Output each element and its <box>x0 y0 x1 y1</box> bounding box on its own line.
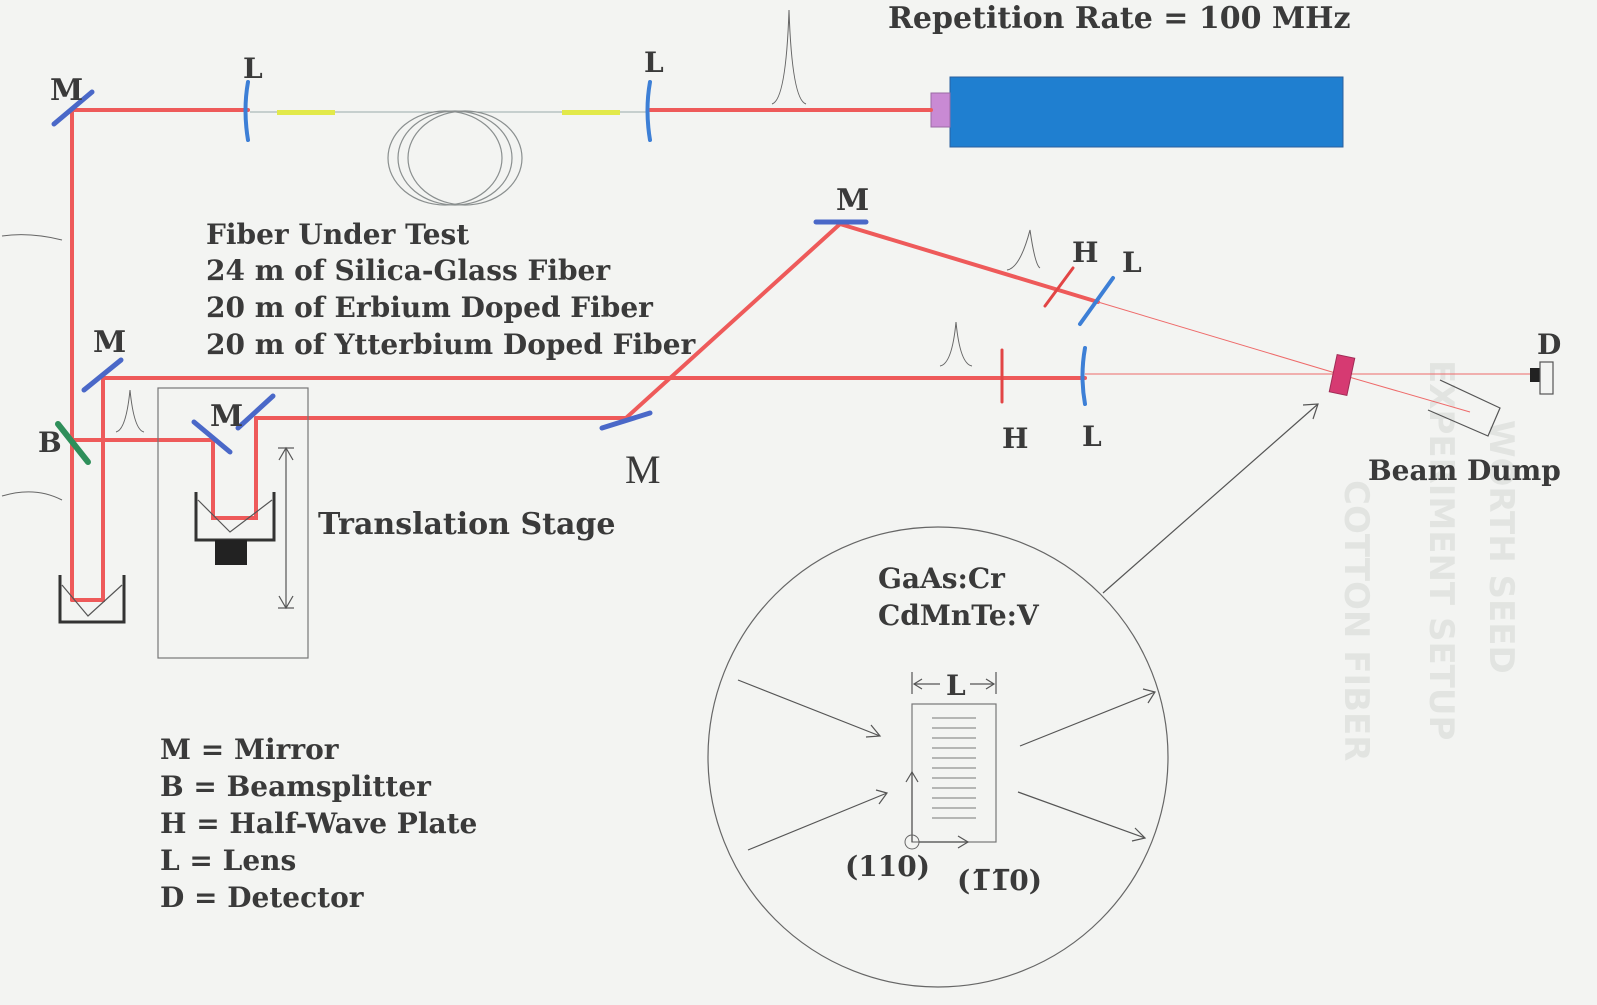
beamsplitter <box>55 421 91 465</box>
inset-length-arrowhead <box>912 678 923 690</box>
mirror-left-mid <box>81 357 124 393</box>
label-beamsplitter: B <box>38 426 62 459</box>
mirror-stage-in <box>191 419 233 455</box>
label-mirror: M <box>836 183 869 218</box>
inset-pointer-arrowhead <box>1302 403 1319 420</box>
label-lens: L <box>1082 420 1102 453</box>
inset-material: CdMnTe:V <box>878 599 1040 632</box>
lens-pump <box>1078 276 1115 326</box>
fiber-info-line: Fiber Under Test <box>206 218 469 251</box>
label-lens: L <box>644 46 664 79</box>
beam-dump-label: Beam Dump <box>1368 454 1561 487</box>
inset-beam-in-1-head <box>865 724 882 738</box>
inset-axis-1bar10-head <box>957 835 970 849</box>
fiber-coil <box>387 110 523 206</box>
laser-aperture <box>930 92 951 128</box>
pulse-pump <box>1006 229 1041 271</box>
translation-stage-frame <box>157 387 309 659</box>
label-mirror: M <box>210 399 243 434</box>
inset-crystal-lines <box>932 717 976 819</box>
inset-beam-out-2-head <box>1131 827 1147 842</box>
fiber-info-line: 24 m of Silica-Glass Fiber <box>206 254 611 287</box>
lens-fiber-input <box>645 80 652 142</box>
inset-pointer-line <box>1102 403 1319 594</box>
beam-paths <box>70 108 1530 602</box>
legend: M = Mirror B = Beamsplitter H = Half-Wav… <box>160 733 477 914</box>
fiber-info-block: Fiber Under Test 24 m of Silica-Glass Fi… <box>206 218 697 361</box>
translation-stage-label: Translation Stage <box>318 507 615 542</box>
laser-source <box>949 76 1344 148</box>
inset-beam-in-2 <box>747 792 888 851</box>
pulse-side-bottom <box>1 491 63 501</box>
lens-probe <box>1080 346 1087 406</box>
beam-dump-body <box>1427 379 1501 437</box>
legend-item: B = Beamsplitter <box>160 770 432 803</box>
svg-text:WORTH SEED: WORTH SEED <box>1481 420 1521 674</box>
detector-body <box>1530 368 1540 382</box>
repetition-rate-label: Repetition Rate = 100 MHz <box>888 1 1351 36</box>
background-bleed-text: EXPERIMENT SETUP WORTH SEED COTTON FIBER <box>1336 360 1521 761</box>
fiber-connector-left <box>277 110 335 115</box>
legend-item: L = Lens <box>160 844 296 877</box>
legend-item: M = Mirror <box>160 733 340 766</box>
translation-arrow <box>278 446 294 610</box>
inset-orientation-1bar10: (1̅1̅0) <box>957 864 1042 897</box>
inset-length-arrowhead <box>985 678 996 690</box>
pulse-probe <box>939 321 973 367</box>
half-wave-plate-pump <box>1043 266 1075 308</box>
pulse-laser <box>771 9 807 105</box>
fiber-info-line: 20 m of Erbium Doped Fiber <box>206 291 654 324</box>
legend-item: D = Detector <box>160 881 365 914</box>
beam-pump-to-lens <box>838 222 1100 304</box>
retroreflector-left <box>58 575 126 624</box>
mirror-stage-out <box>235 393 276 431</box>
label-mirror: M <box>625 447 661 492</box>
beam-diagonal-up <box>624 222 842 420</box>
fiber-info-line: 20 m of Ytterbium Doped Fiber <box>206 328 697 361</box>
label-detector: D <box>1537 328 1561 361</box>
detector-housing <box>1539 361 1554 395</box>
label-mirror: M <box>50 73 83 108</box>
inset-beam-in-2-head <box>875 789 888 805</box>
sample-inset: GaAs:Cr CdMnTe:V L <box>707 403 1319 988</box>
beam-to-dump <box>1341 374 1471 413</box>
svg-text:COTTON FIBER: COTTON FIBER <box>1336 480 1376 761</box>
pulse-stage <box>115 389 145 433</box>
mirror-bottom <box>599 410 653 431</box>
beam-retro-left <box>70 378 105 602</box>
svg-text:EXPERIMENT SETUP: EXPERIMENT SETUP <box>1421 360 1461 740</box>
label-half-wave-plate: H <box>1072 236 1098 269</box>
crystal-sample <box>1328 353 1356 397</box>
label-lens: L <box>243 52 263 85</box>
lens-fiber-output <box>243 80 250 142</box>
pulse-side-top <box>1 234 63 241</box>
label-half-wave-plate: H <box>1002 422 1028 455</box>
inset-circle <box>707 526 1169 988</box>
beam-stage-retro <box>211 416 258 520</box>
mirror-top-left <box>51 89 95 127</box>
legend-item: H = Half-Wave Plate <box>160 807 477 840</box>
beam-pump-focused <box>1097 301 1343 376</box>
inset-length-label: L <box>946 669 966 702</box>
inset-beam-out-1 <box>1019 691 1156 747</box>
inset-axis-110-head <box>905 770 919 783</box>
label-lens: L <box>1122 246 1142 279</box>
inset-beam-out-1-head <box>1142 688 1156 704</box>
inset-orientation-110: (110) <box>845 850 930 883</box>
inset-beam-in-1 <box>737 679 881 737</box>
inset-beam-out-2 <box>1017 791 1146 839</box>
fiber-connector-right <box>562 110 620 115</box>
retroreflector-stage <box>194 492 276 565</box>
inset-material: GaAs:Cr <box>878 562 1006 595</box>
label-mirror: M <box>93 325 126 360</box>
inset-crystal-block <box>911 703 997 843</box>
